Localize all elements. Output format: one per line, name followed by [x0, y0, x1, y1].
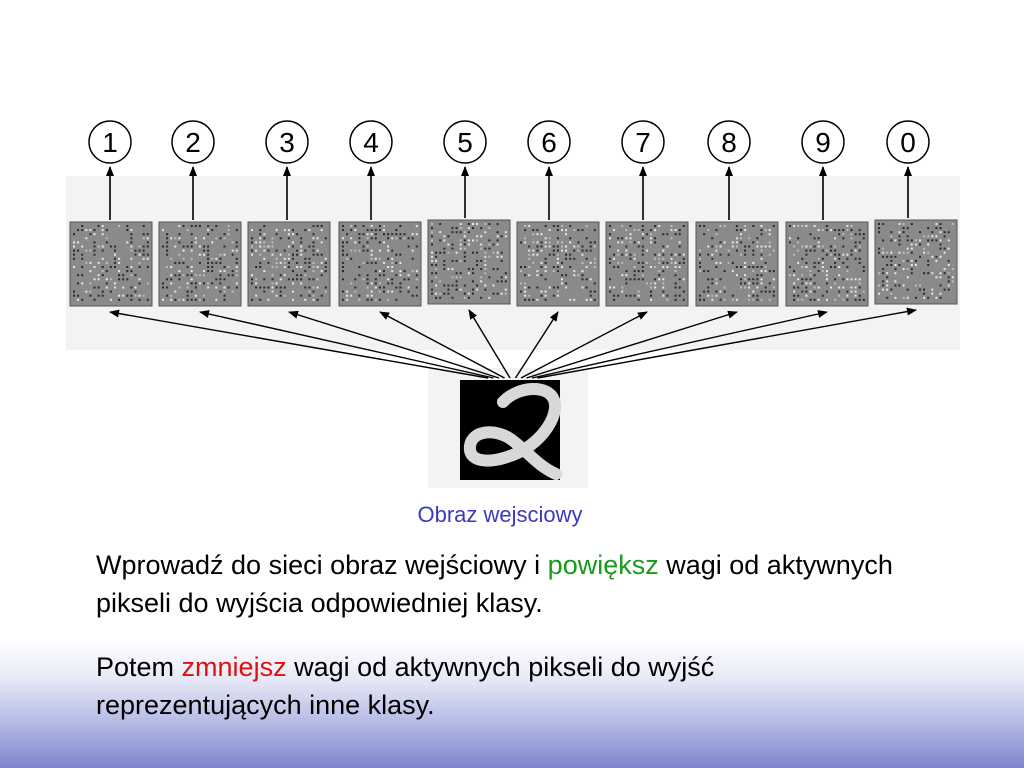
weight-map-4	[338, 221, 422, 307]
instruction-paragraph-1: Wprowadź do sieci obraz wejściowy i powi…	[96, 546, 926, 622]
input-image-caption: Obraz wejsciowy	[417, 502, 583, 527]
output-node-0	[886, 120, 930, 164]
input-connection-arrow	[514, 311, 559, 379]
output-nodes: 1 2 3 4 5 6 7 8 9 0	[88, 120, 930, 164]
output-node-7	[621, 120, 665, 164]
decrease-word: zmniejsz	[181, 652, 287, 682]
input-connection-arrow	[531, 310, 828, 379]
output-node-label: 1	[102, 127, 118, 158]
output-node-label: 2	[185, 127, 201, 158]
weight-map-0	[874, 219, 958, 305]
output-node-4	[349, 120, 393, 164]
output-node-5	[443, 120, 487, 164]
para1-text-start: Wprowadź do sieci obraz wejściowy i	[96, 550, 548, 580]
input-connection-arrow	[288, 310, 500, 379]
output-node-label: 5	[457, 127, 473, 158]
weight-map-8	[695, 221, 779, 307]
para1-text-end: wagi od aktywnych pikseli do wyjścia odp…	[96, 550, 893, 618]
input-connection-arrow	[199, 310, 494, 379]
output-node-label: 3	[279, 127, 295, 158]
output-node-3	[265, 120, 309, 164]
output-node-2	[171, 120, 215, 164]
output-node-6	[527, 120, 571, 164]
weight-map-1	[69, 221, 153, 307]
output-node-9	[801, 120, 845, 164]
connections	[106, 166, 917, 379]
input-connection-arrow	[520, 311, 648, 379]
instruction-paragraph-2: Potem zmniejsz wagi od aktywnych pikseli…	[96, 648, 926, 724]
output-node-label: 6	[541, 127, 557, 158]
output-node-label: 9	[815, 127, 831, 158]
input-connection-arrow	[537, 307, 917, 379]
input-connection-arrow	[109, 309, 489, 379]
input-connection-arrow	[379, 311, 505, 379]
neural-network-diagram: 1 2 3 4 5 6 7 8 9 0	[66, 120, 960, 488]
output-node-label: 7	[635, 127, 651, 158]
input-connection-arrow	[468, 309, 511, 379]
increase-word: powiększ	[547, 550, 659, 580]
para2-text-start: Potem	[96, 652, 182, 682]
weight-map-5	[427, 219, 511, 305]
output-node-label: 8	[721, 127, 737, 158]
output-node-label: 0	[900, 127, 916, 158]
input-connection-arrow	[526, 310, 738, 379]
input-image	[460, 380, 562, 480]
weight-map-6	[516, 221, 600, 307]
para2-text-end: wagi od aktywnych pikseli do wyjść repre…	[96, 652, 715, 720]
output-node-8	[707, 120, 751, 164]
weight-map-9	[785, 221, 869, 307]
weight-map-3	[247, 221, 331, 307]
output-node-1	[88, 120, 132, 164]
output-node-label: 4	[363, 127, 379, 158]
weight-maps	[69, 219, 958, 307]
input-digit-two	[464, 382, 562, 480]
weight-map-2	[158, 221, 242, 307]
weight-map-7	[605, 221, 689, 307]
